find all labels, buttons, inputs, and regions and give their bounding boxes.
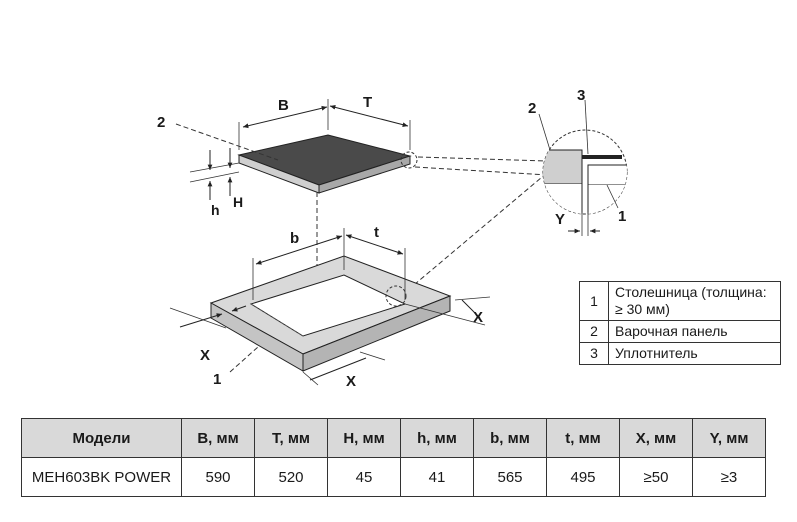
countertop-drawing [169, 228, 491, 386]
cell-Y: ≥3 [692, 457, 766, 497]
legend-row: 3 Уплотнитель [579, 342, 781, 365]
label-H: H [233, 194, 243, 210]
legend-num: 3 [579, 342, 609, 365]
legend-text: Варочная панель [608, 320, 781, 343]
label-T: T [363, 94, 372, 111]
specs-table: Модели B, мм T, мм H, мм h, мм b, мм t, … [21, 418, 766, 497]
legend-text: Уплотнитель [608, 342, 781, 365]
label-t: t [374, 224, 379, 241]
header-b: b, мм [473, 418, 547, 458]
cell-b: 565 [473, 457, 547, 497]
cell-X: ≥50 [619, 457, 693, 497]
header-B: B, мм [181, 418, 255, 458]
label-X-bottom: X [346, 373, 356, 390]
installation-diagram: B T 2 h H b t X X X 1 2 3 1 Y [157, 87, 628, 390]
header-X: X, мм [619, 418, 693, 458]
legend-row: 1 Столешница (толщина: ≥ 30 мм) [579, 281, 781, 321]
specs-data-row: MEH603BK POWER 590 520 45 41 565 495 ≥50… [21, 457, 766, 497]
label-h: h [211, 202, 220, 218]
cell-t: 495 [546, 457, 620, 497]
detail-view [538, 99, 628, 236]
label-X-left: X [200, 347, 210, 364]
specs-header-row: Модели B, мм T, мм H, мм h, мм b, мм t, … [21, 418, 766, 458]
label-b: b [290, 230, 299, 247]
label-1-detail: 1 [618, 208, 626, 225]
cell-T: 520 [254, 457, 328, 497]
label-1-countertop: 1 [213, 371, 221, 388]
label-2-hob: 2 [157, 114, 165, 131]
cell-B: 590 [181, 457, 255, 497]
label-B: B [278, 97, 289, 114]
header-H: H, мм [327, 418, 401, 458]
header-h: h, мм [400, 418, 474, 458]
cell-H: 45 [327, 457, 401, 497]
legend-row: 2 Варочная панель [579, 320, 781, 343]
label-2-detail: 2 [528, 100, 536, 117]
label-3-detail: 3 [577, 87, 585, 104]
cell-h: 41 [400, 457, 474, 497]
legend-num: 2 [579, 320, 609, 343]
header-Y: Y, мм [692, 418, 766, 458]
header-t: t, мм [546, 418, 620, 458]
label-X-right: X [473, 309, 483, 326]
legend-text: Столешница (толщина: ≥ 30 мм) [608, 281, 781, 321]
header-model: Модели [21, 418, 182, 458]
header-T: T, мм [254, 418, 328, 458]
label-Y: Y [555, 211, 565, 228]
legend-table: 1 Столешница (толщина: ≥ 30 мм) 2 Варочн… [579, 281, 781, 365]
cell-model: MEH603BK POWER [21, 457, 182, 497]
hob-drawing [189, 99, 418, 200]
legend-num: 1 [579, 281, 609, 321]
